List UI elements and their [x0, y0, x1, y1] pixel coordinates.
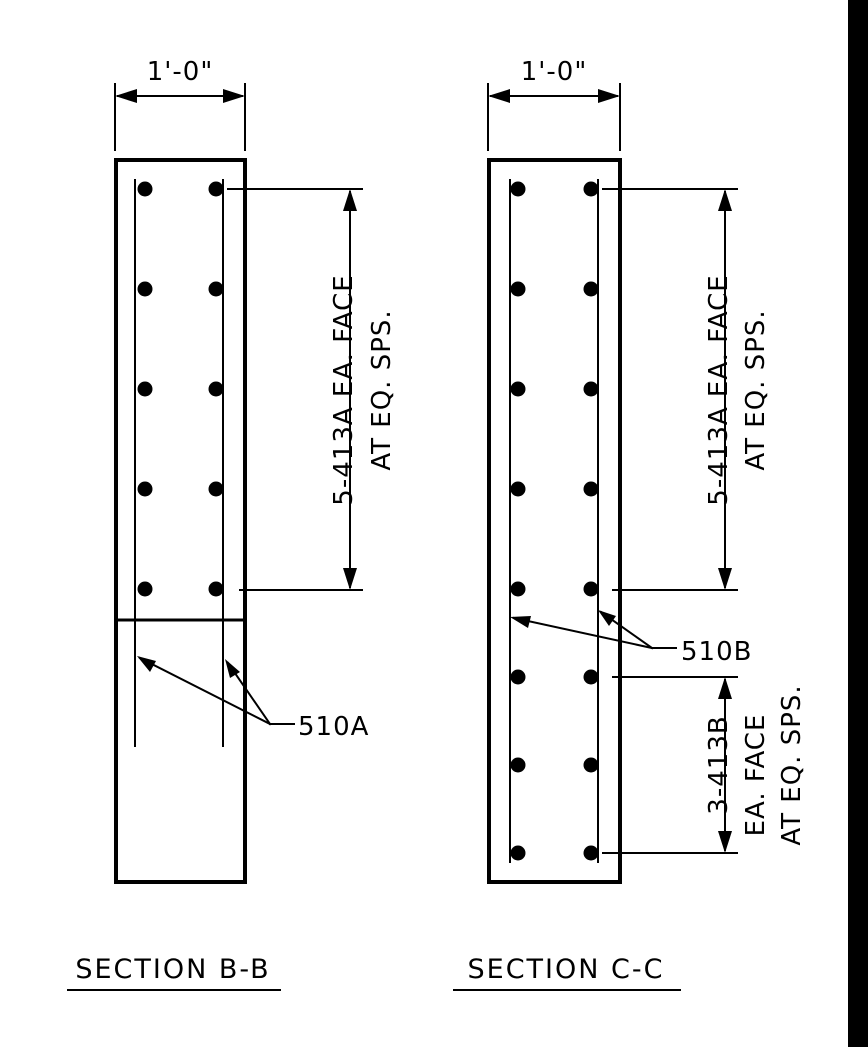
- arrowhead-icon: [598, 89, 620, 103]
- section-b-b: 1'-0" 5-413A EA. FACE: [67, 57, 397, 991]
- rebar-dot: [208, 281, 224, 297]
- section-c-tie-leader: 510B: [510, 610, 752, 667]
- rebar-dot: [137, 181, 153, 197]
- section-c-top-bar-spacing-dimension: 5-413A EA. FACE AT EQ. SPS.: [602, 188, 771, 591]
- rebar-dot: [583, 181, 599, 197]
- arrowhead-icon: [718, 568, 732, 590]
- rebar-dot: [583, 381, 599, 397]
- rebar-dot: [137, 381, 153, 397]
- arrowhead-icon: [718, 189, 732, 211]
- rebar-dot: [137, 581, 153, 597]
- section-c-top-callout-line1: 5-413A EA. FACE: [704, 274, 734, 505]
- section-b-title: SECTION B-B: [75, 954, 270, 985]
- sheet-border: [848, 0, 868, 1047]
- arrowhead-icon: [343, 189, 357, 211]
- rebar-dot: [208, 481, 224, 497]
- rebar-dot: [137, 281, 153, 297]
- arrowhead-icon: [115, 89, 137, 103]
- section-b-width-label: 1'-0": [147, 57, 214, 87]
- arrowhead-icon: [510, 616, 531, 628]
- section-c-title: SECTION C-C: [468, 954, 665, 985]
- rebar-dot: [510, 845, 526, 861]
- rebar-dot: [208, 381, 224, 397]
- rebar-dot: [208, 181, 224, 197]
- arrowhead-icon: [225, 659, 240, 678]
- arrowhead-icon: [488, 89, 510, 103]
- section-b-width-dimension: 1'-0": [114, 57, 246, 151]
- section-b-bar-spacing-dimension: 5-413A EA. FACE AT EQ. SPS.: [227, 188, 397, 591]
- rebar-dot: [583, 481, 599, 497]
- section-b-rebar-dots: [137, 181, 224, 597]
- section-b-tie-label: 510A: [298, 712, 369, 742]
- section-c-width-dimension: 1'-0": [487, 57, 621, 151]
- arrowhead-icon: [343, 568, 357, 590]
- section-b-bar-callout-line2: AT EQ. SPS.: [367, 309, 397, 470]
- arrowhead-icon: [718, 677, 732, 699]
- rebar-dot: [208, 581, 224, 597]
- section-b-bar-callout-line1: 5-413A EA. FACE: [329, 274, 359, 505]
- rebar-dot: [583, 581, 599, 597]
- section-c-outline: [487, 158, 622, 884]
- section-c-bottom-callout-line3: AT EQ. SPS.: [777, 684, 807, 845]
- rebar-dot: [510, 581, 526, 597]
- rebar-dot: [510, 181, 526, 197]
- rebar-dot: [583, 281, 599, 297]
- rebar-dot: [510, 757, 526, 773]
- section-c-bottom-callout-line1: 3-413B: [704, 715, 734, 814]
- section-c-c: 1'-0": [453, 57, 807, 991]
- section-b-outline: [114, 158, 247, 884]
- rebar-dot: [510, 669, 526, 685]
- section-c-width-label: 1'-0": [521, 57, 588, 87]
- rebar-dot: [583, 757, 599, 773]
- rebar-dot: [583, 845, 599, 861]
- rebar-dot: [583, 669, 599, 685]
- arrowhead-icon: [223, 89, 245, 103]
- rebar-dot: [510, 281, 526, 297]
- section-c-rebar-dots: [510, 181, 599, 861]
- arrowhead-icon: [718, 831, 732, 853]
- section-c-bottom-bar-spacing-dimension: 3-413B EA. FACE AT EQ. SPS.: [602, 676, 807, 854]
- section-b-tie-leader: 510A: [137, 656, 369, 742]
- section-c-tie-label: 510B: [681, 637, 752, 667]
- arrowhead-icon: [137, 656, 156, 672]
- rebar-dot: [510, 481, 526, 497]
- arrowhead-icon: [598, 610, 616, 626]
- section-c-top-callout-line2: AT EQ. SPS.: [741, 309, 771, 470]
- section-c-bottom-callout-line2: EA. FACE: [741, 714, 771, 837]
- rebar-dot: [137, 481, 153, 497]
- rebar-dot: [510, 381, 526, 397]
